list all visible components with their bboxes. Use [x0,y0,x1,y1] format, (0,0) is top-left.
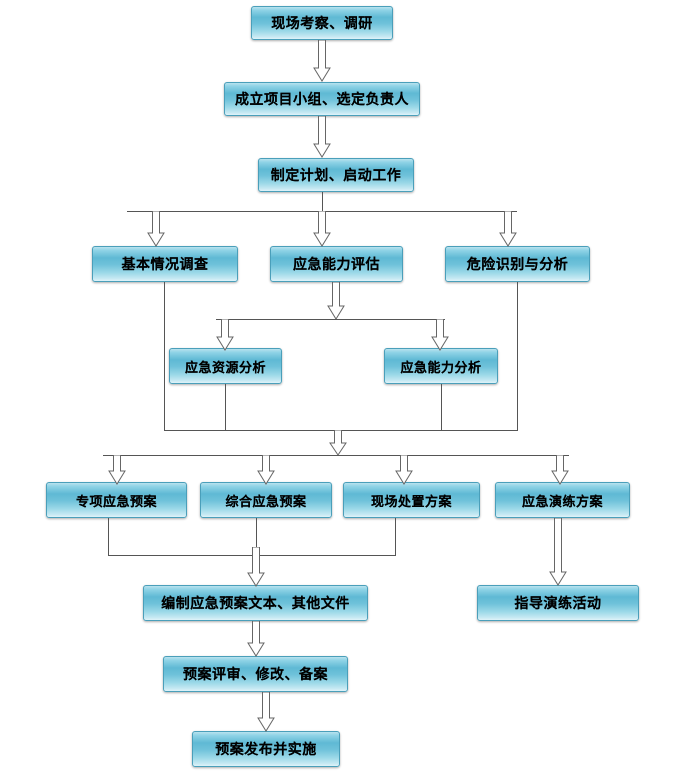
node-label: 指导演练活动 [514,596,602,612]
node-label: 应急能力分析 [400,360,482,376]
edge-line-special-plan-down [108,518,109,555]
node-special-emergency-plan[interactable]: 专项应急预案 [46,482,187,518]
edge-line-basic-survey-down [164,282,165,431]
node-form-project-team[interactable]: 成立项目小组、选定负责人 [224,82,420,116]
node-label: 预案评审、修改、备案 [183,667,328,683]
edge-arrow-bus-to-drill-plan [551,455,569,485]
node-label: 危险识别与分析 [466,257,569,273]
edge-arrow-bus-to-capability-analysis [431,319,449,351]
edge-line-plan-stem [322,192,323,212]
node-label: 应急能力评估 [293,257,380,273]
edge-bus-row4 [216,319,445,320]
node-onsite-disposal-plan[interactable]: 现场处置方案 [343,482,480,518]
node-emergency-capability-assessment[interactable]: 应急能力评估 [270,246,403,282]
edge-arrow-bus-to-basic-survey [147,211,165,247]
node-publish-and-implement[interactable]: 预案发布并实施 [192,731,340,767]
edge-arrow-team-to-plan [313,116,331,158]
edge-line-comprehensive-plan-down [256,518,257,555]
node-plan-review-revise-file[interactable]: 预案评审、修改、备案 [163,656,348,692]
edge-arrow-survey-to-team [313,40,331,82]
edge-arrow-bus-to-hazard-analysis [499,211,517,247]
node-label: 现场处置方案 [370,494,452,510]
node-label: 编制应急预案文本、其他文件 [161,596,350,612]
edge-arrow-merge-b-to-compile [247,547,265,587]
node-make-plan-start-work[interactable]: 制定计划、启动工作 [258,158,414,192]
node-label: 综合应急预案 [225,494,307,510]
node-label: 制定计划、启动工作 [270,168,402,184]
node-label: 预案发布并实施 [215,742,317,758]
edge-bus-row5 [103,455,569,456]
node-emergency-resource-analysis[interactable]: 应急资源分析 [169,348,282,384]
node-label: 基本情况调查 [121,257,209,273]
node-label: 现场考察、调研 [271,16,373,32]
node-hazard-identification-analysis[interactable]: 危险识别与分析 [445,246,590,282]
node-site-survey[interactable]: 现场考察、调研 [251,6,393,40]
edge-line-capability-analysis-down [441,384,442,431]
edge-line-resource-analysis-down [225,384,226,431]
node-emergency-capability-analysis[interactable]: 应急能力分析 [384,348,498,384]
edge-line-hazard-analysis-down [517,282,518,431]
edge-arrow-bus-to-comprehensive-plan [257,455,275,485]
node-compile-plan-text[interactable]: 编制应急预案文本、其他文件 [143,585,368,621]
edge-arrow-merge-a-down [329,430,347,456]
edge-arrow-bus-to-onsite-plan [395,455,413,485]
edge-arrow-bus-to-resource-analysis [216,319,234,351]
edge-arrow-review-to-publish [257,692,275,732]
node-basic-situation-survey[interactable]: 基本情况调查 [92,246,238,282]
edge-arrow-capability-assessment-down [327,282,345,320]
edge-arrow-bus-to-capability-assessment [313,211,331,247]
node-label: 专项应急预案 [75,494,157,510]
node-label: 应急资源分析 [184,360,266,376]
edge-arrow-drill-plan-to-guide [549,518,567,586]
edge-arrow-bus-to-special-plan [108,455,126,485]
node-comprehensive-emergency-plan[interactable]: 综合应急预案 [200,482,332,518]
node-guide-drill-activities[interactable]: 指导演练活动 [477,585,639,621]
edge-arrow-compile-to-review [247,621,265,657]
node-label: 成立项目小组、选定负责人 [235,92,409,108]
node-label: 应急演练方案 [521,494,603,510]
node-emergency-drill-plan[interactable]: 应急演练方案 [495,482,630,518]
edge-line-onsite-plan-down [395,518,396,555]
